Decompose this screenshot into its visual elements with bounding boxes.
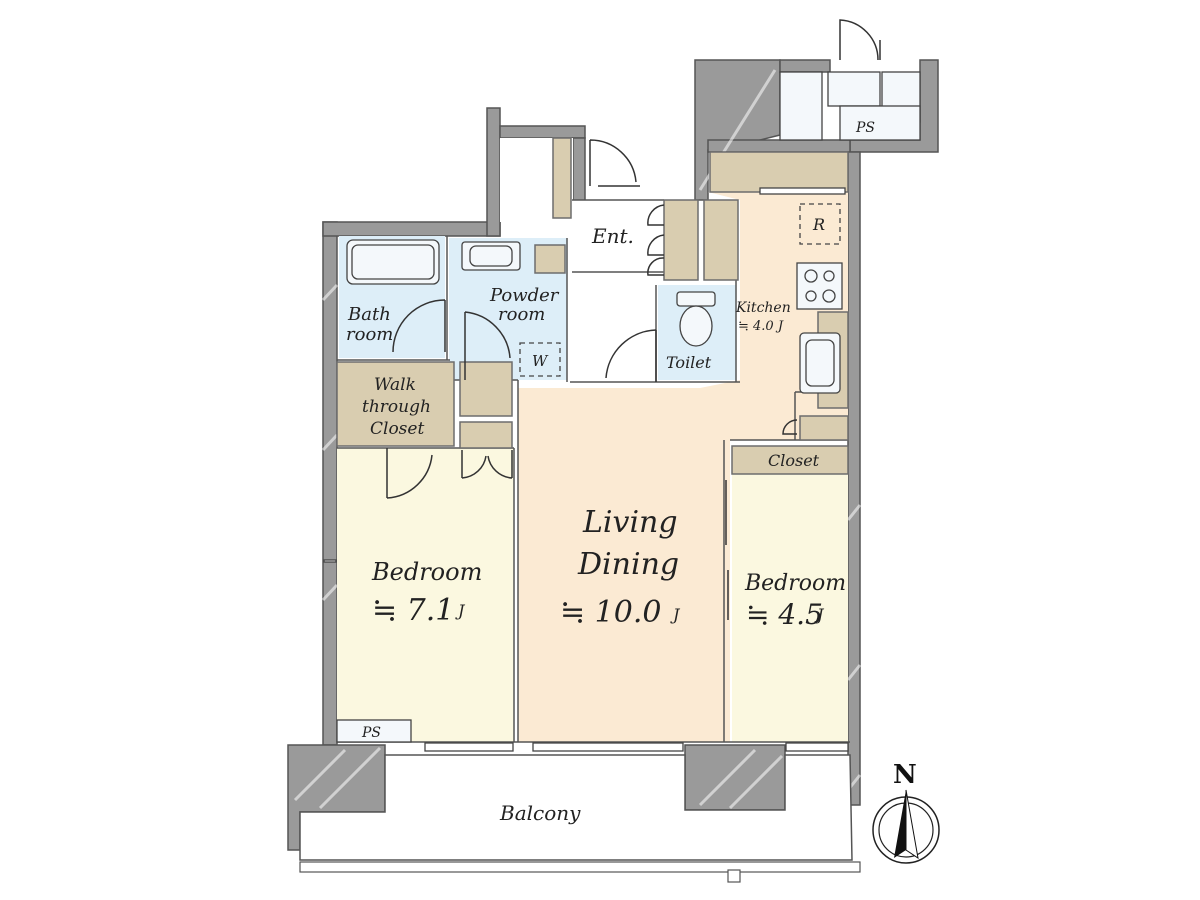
label-bedroom-east-area-unit: J bbox=[814, 605, 825, 624]
structure-walls bbox=[287, 59, 939, 851]
bedroom-east-floor bbox=[732, 474, 848, 742]
pantry-closet bbox=[799, 415, 849, 441]
ps-box-top-2 bbox=[827, 71, 881, 107]
washer-space bbox=[519, 342, 561, 377]
window-living bbox=[532, 742, 684, 752]
label-kitchen: Kitchen bbox=[735, 300, 791, 316]
closet-block-hall-2 bbox=[459, 421, 513, 449]
door-ps-top bbox=[839, 19, 881, 61]
balcony-drain bbox=[727, 869, 741, 883]
label-living-area: ≒ 10.0 bbox=[560, 595, 661, 630]
door-powder bbox=[464, 311, 511, 380]
label-powder-2: room bbox=[498, 304, 545, 325]
label-walk-2: through bbox=[362, 397, 431, 417]
doors bbox=[386, 19, 881, 620]
label-bedroom-west: Bedroom bbox=[371, 558, 482, 586]
north-compass: N bbox=[872, 760, 940, 864]
entry-corridor-wall-west bbox=[486, 107, 501, 237]
label-bedroom-west-area: ≒ 7.1 bbox=[372, 593, 454, 628]
door-toilet bbox=[605, 329, 657, 382]
label-washer: W bbox=[532, 352, 549, 370]
stove bbox=[796, 262, 843, 310]
door-bedroom-west-double bbox=[461, 450, 513, 479]
fixtures bbox=[336, 71, 921, 743]
shoe-closet-1 bbox=[663, 199, 699, 281]
south-center-column bbox=[684, 744, 786, 811]
label-refrigerator: R bbox=[812, 215, 825, 234]
balcony-rail bbox=[299, 861, 861, 873]
powder-counter bbox=[534, 244, 566, 274]
label-living-area-unit: J bbox=[670, 605, 681, 624]
label-bedroom-east: Bedroom bbox=[744, 571, 846, 596]
ps-box-bottom bbox=[336, 719, 412, 743]
compass-north-label: N bbox=[893, 760, 917, 790]
door-shoe-closet bbox=[647, 204, 665, 276]
label-living-2: Dining bbox=[577, 547, 679, 582]
ps-box-top-1 bbox=[779, 71, 823, 141]
label-entrance: Ent. bbox=[591, 224, 634, 248]
label-balcony: Balcony bbox=[499, 801, 581, 825]
bathtub-inner bbox=[351, 244, 435, 280]
label-walk-1: Walk bbox=[374, 375, 416, 395]
entry-corridor-wall-north bbox=[499, 125, 586, 139]
balcony-floor bbox=[299, 754, 853, 861]
hall-floor bbox=[570, 272, 658, 382]
room-labels: Ent. Kitchen ≒ 4.0 J Bath room Powder ro… bbox=[346, 120, 875, 825]
kitchen-sink-bowl bbox=[805, 339, 835, 387]
door-entrance bbox=[589, 139, 637, 186]
ps-block-wall bbox=[779, 59, 831, 73]
window-kitchen bbox=[759, 187, 846, 195]
label-closet-east: Closet bbox=[768, 451, 820, 470]
label-bath-2: room bbox=[346, 324, 393, 345]
east-wall bbox=[847, 151, 861, 806]
label-living-1: Living bbox=[582, 505, 678, 540]
bedroom-west-floor bbox=[337, 448, 514, 742]
north-wall-bath bbox=[322, 221, 501, 237]
toilet-tank bbox=[676, 291, 716, 307]
kitchen-upper-storage bbox=[709, 151, 849, 193]
label-bedroom-east-area: ≒ 4.5 bbox=[746, 598, 823, 631]
closet-block-hall-1 bbox=[459, 361, 513, 417]
label-ps-bottom: PS bbox=[361, 725, 381, 741]
label-kitchen-area: ≒ 4.0 J bbox=[738, 319, 784, 334]
refrigerator-space bbox=[799, 203, 841, 245]
label-ps-top: PS bbox=[855, 120, 875, 136]
toilet-bowl bbox=[679, 305, 713, 347]
washbasin-bowl bbox=[469, 245, 513, 267]
label-powder-1: Powder bbox=[489, 285, 560, 306]
closet-east-bedroom bbox=[731, 445, 849, 475]
label-bedroom-west-area-unit: J bbox=[455, 601, 466, 620]
label-toilet: Toilet bbox=[666, 353, 712, 372]
label-bath-1: Bath bbox=[347, 304, 391, 325]
windows bbox=[323, 187, 849, 752]
entrance-floor bbox=[572, 200, 664, 272]
west-wall bbox=[322, 221, 338, 746]
window-bedroom-east bbox=[785, 742, 849, 752]
label-walk-3: Closet bbox=[370, 419, 424, 439]
room-floors bbox=[299, 138, 861, 883]
ps-box-top-4 bbox=[839, 105, 921, 141]
entry-corridor-storage bbox=[552, 137, 572, 219]
door-pantry bbox=[782, 419, 798, 435]
window-west-wall bbox=[323, 559, 337, 563]
walk-through-closet bbox=[336, 361, 455, 447]
window-bedroom-west bbox=[424, 742, 514, 752]
shoe-closet-2 bbox=[703, 199, 739, 281]
door-bath bbox=[392, 299, 446, 353]
door-walk-closet-bedroom bbox=[386, 448, 433, 499]
